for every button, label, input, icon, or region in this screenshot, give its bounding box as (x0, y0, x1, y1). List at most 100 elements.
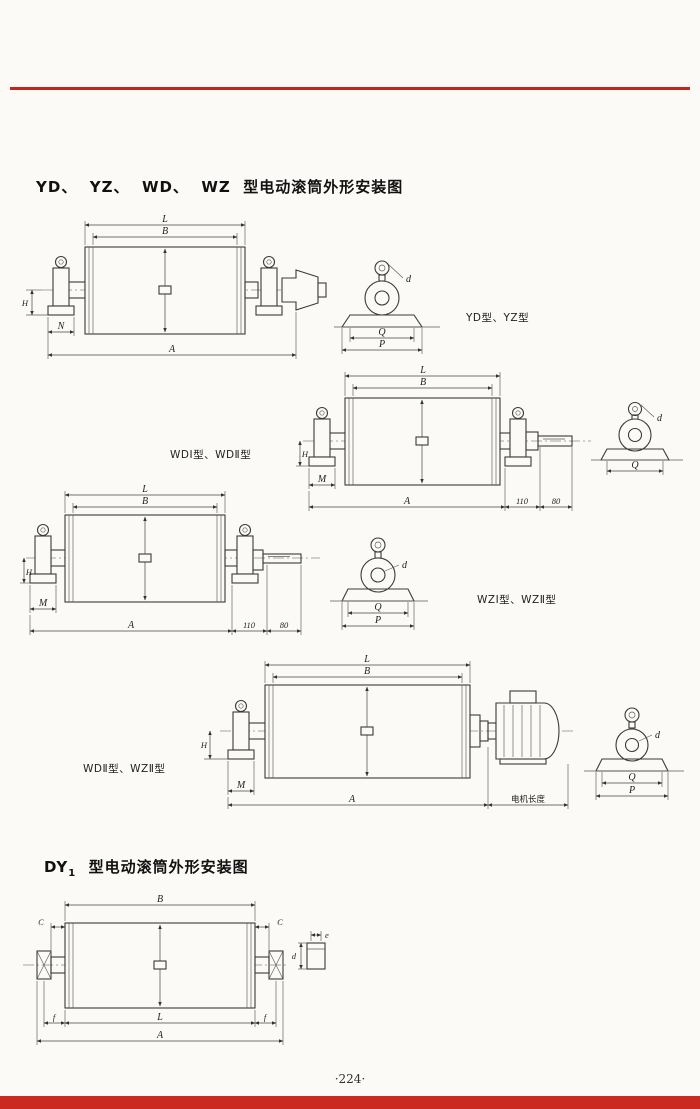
dim-label-H: H (25, 567, 33, 577)
caption-wd2-wz2: WDⅡ型、WZⅡ型 (83, 763, 166, 775)
pedestal-front-view: d Q (591, 401, 683, 475)
dim-label-motor-length: 电机长度 (511, 794, 546, 805)
dim-label-d: d (657, 413, 663, 424)
shaft-end-detail: e d (292, 930, 329, 970)
dim-A: A (29, 585, 233, 635)
dim-label-A: A (168, 344, 176, 355)
drum-shell (84, 246, 246, 335)
pedestal-base (334, 314, 440, 328)
dim-label-Q: Q (374, 602, 382, 613)
dim-M: M (227, 761, 255, 795)
dim-B: B (352, 377, 493, 396)
left-bearing-block (47, 255, 86, 316)
dim-N: N (47, 317, 75, 336)
dim-label-B: B (162, 226, 168, 237)
drum-shell (264, 684, 471, 779)
dim-label-f: f (53, 1012, 57, 1022)
dim-label-d: d (655, 730, 661, 741)
bearing-housing (364, 280, 400, 316)
dim-B: B (272, 666, 463, 683)
dim-label-80: 80 (280, 620, 289, 630)
drum-shell (64, 514, 226, 603)
drawing-drum-with-motor: L B H M A 电机长度 (200, 654, 684, 809)
dim-H: H (200, 730, 228, 760)
dim-P: P (341, 328, 423, 354)
dim-label-Q: Q (378, 327, 386, 338)
dim-A: A (36, 981, 284, 1045)
dim-label-M: M (317, 474, 327, 485)
dim-label-H: H (301, 449, 309, 459)
dim-H: H (20, 557, 33, 584)
pedestal-front-view: d Q P (584, 707, 684, 800)
dim-M: M (308, 468, 336, 489)
footer-red-bar (0, 1096, 700, 1109)
dim-label-L: L (363, 654, 370, 665)
section-title-dy1: DY1 型电动滚筒外形安装图 (44, 856, 249, 879)
dim-L: L (344, 365, 501, 396)
dim-M: M (29, 585, 57, 613)
dim-label-L: L (141, 484, 148, 495)
dim-B: B (64, 894, 256, 921)
right-bearing-and-reducer (244, 255, 327, 316)
page-number: ·224· (334, 1072, 366, 1086)
dim-80: 80 (266, 565, 302, 635)
dim-label-C: C (38, 917, 44, 927)
right-bearing-and-shaft (224, 523, 302, 584)
dim-label-P: P (374, 615, 381, 626)
dim-110: 110 (231, 565, 268, 635)
dim-label-H: H (200, 740, 208, 750)
dim-C-right: C (254, 917, 283, 955)
dim-L: L (84, 214, 246, 245)
dim-label-B: B (142, 496, 148, 507)
dim-label-A: A (127, 620, 135, 631)
dim-f-right: f (254, 981, 277, 1027)
caption-wd1-wd2: WDⅠ型、WDⅡ型 (170, 449, 252, 461)
dim-label-A: A (348, 794, 356, 805)
dim-label-80: 80 (552, 496, 561, 506)
dim-B: B (72, 496, 218, 513)
dim-label-A: A (403, 496, 411, 507)
dim-motor-length: 电机长度 (487, 764, 569, 809)
dim-label-A: A (156, 1030, 164, 1041)
right-shaft-end (254, 950, 284, 980)
dim-label-C: C (277, 917, 283, 927)
dim-H: H (296, 440, 309, 467)
title-dy-prefix: DY (44, 858, 69, 876)
dim-label-Q: Q (628, 772, 636, 783)
dim-label-e: e (325, 930, 329, 940)
dim-L: L (64, 484, 226, 513)
dim-label-f: f (264, 1012, 268, 1022)
dim-110: 110 (504, 447, 541, 511)
dim-label-M: M (236, 780, 246, 791)
dim-d: d (387, 263, 412, 285)
dim-label-N: N (57, 321, 66, 332)
dim-label-L: L (419, 365, 426, 376)
drum-shell (344, 397, 501, 486)
dim-A: A (47, 312, 297, 359)
dim-label-P: P (378, 339, 385, 350)
dim-f-left: f (43, 981, 66, 1027)
drawing-drum-yd-yz: L B H N A (21, 214, 327, 359)
section-title-yd-yz-wd-wz: YD、 YZ、 WD、 WZ 型电动滚筒外形安装图 (36, 178, 404, 196)
dim-A: A (227, 747, 489, 809)
dim-C-left: C (38, 917, 66, 955)
dim-80: 80 (539, 447, 573, 511)
dim-H: H (21, 289, 48, 316)
left-bearing-block (29, 523, 66, 584)
coupling-and-motor (469, 690, 560, 765)
drawing-drum-dy1: B C C e d f (23, 894, 329, 1045)
dim-label-d: d (292, 951, 297, 961)
drawing-drum-wz: L B H M A 110 (20, 484, 428, 635)
dim-L: L (264, 654, 471, 683)
dim-L: L (64, 1010, 256, 1027)
dim-label-P: P (628, 785, 635, 796)
dim-label-Q: Q (631, 460, 639, 471)
title-dy-subscript: 1 (68, 868, 77, 879)
dim-Q: Q (349, 327, 415, 342)
left-bearing-block (308, 406, 346, 467)
right-bearing-and-shaft (499, 406, 573, 467)
dim-A: A (308, 468, 506, 511)
drum-shell (64, 922, 256, 1009)
dim-label-B: B (364, 666, 370, 677)
caption-wz1-wz2: WZⅠ型、WZⅡ型 (477, 594, 557, 606)
